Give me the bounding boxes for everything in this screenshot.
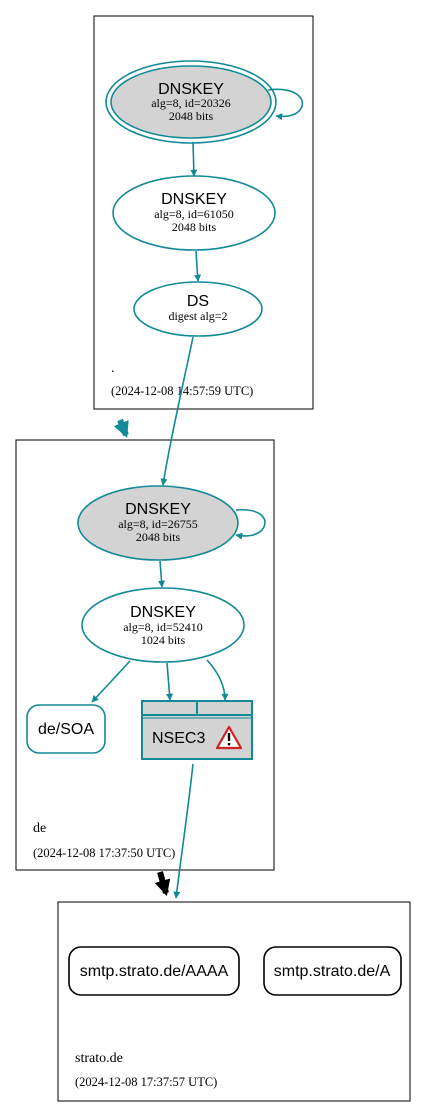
edge-de-zsk-to-soa (91, 660, 131, 703)
de-nsec3-node[interactable]: NSEC3 (141, 700, 253, 760)
warning-icon (215, 725, 243, 750)
edge-de-ksk-self (235, 509, 266, 540)
zone-de-timestamp: (2024-12-08 17:37:50 UTC) (33, 846, 175, 860)
root-zsk-title: DNSKEY (161, 191, 227, 208)
edge-de-zsk-to-nsec3-b (206, 659, 229, 701)
strato-a-node[interactable]: smtp.strato.de/A (263, 946, 402, 996)
de-zsk-node[interactable]: DNSKEY alg=8, id=52410 1024 bits (81, 587, 245, 663)
zone-de-label: de (33, 821, 46, 836)
edge-root-ds-to-de-ksk (160, 336, 194, 486)
strato-aaaa-node[interactable]: smtp.strato.de/AAAA (68, 946, 240, 996)
edge-de-ksk-to-zsk (158, 560, 166, 588)
root-ds-line1: digest alg=2 (168, 309, 227, 323)
root-ksk-line1: alg=8, id=20326 (151, 96, 231, 110)
root-ksk-node[interactable]: DNSKEY alg=8, id=20326 2048 bits (105, 60, 277, 144)
edge-root-ksk-to-zsk (190, 141, 198, 177)
de-soa-title: de/SOA (38, 721, 94, 738)
root-zsk-line2: 2048 bits (172, 220, 217, 234)
zone-root-label: . (111, 361, 115, 376)
de-zsk-line2: 1024 bits (141, 633, 186, 647)
de-ksk-node[interactable]: DNSKEY alg=8, id=26755 2048 bits (77, 485, 239, 561)
zone-strato-timestamp: (2024-12-08 17:37:57 UTC) (75, 1075, 217, 1089)
root-ds-title: DS (187, 293, 209, 310)
edge-root-zsk-to-ds (194, 250, 202, 282)
edge-root-ksk-self (267, 88, 304, 121)
zone-de: de (2024-12-08 17:37:50 UTC) (15, 439, 275, 871)
de-ksk-title: DNSKEY (125, 501, 191, 518)
edge-de-zsk-to-nsec3-a (166, 662, 173, 701)
de-nsec3-title: NSEC3 (152, 730, 205, 747)
root-zsk-node[interactable]: DNSKEY alg=8, id=61050 2048 bits (112, 175, 276, 251)
de-zsk-line1: alg=8, id=52410 (123, 620, 203, 634)
root-zsk-line1: alg=8, id=61050 (154, 207, 234, 221)
strato-aaaa-title: smtp.strato.de/AAAA (80, 963, 229, 980)
de-soa-node[interactable]: de/SOA (26, 704, 106, 754)
edge-nsec3-to-strato (173, 763, 194, 899)
delegation-root-to-de (113, 418, 129, 438)
zone-strato-label: strato.de (75, 1051, 123, 1066)
de-ksk-line2: 2048 bits (136, 530, 181, 544)
root-ksk-title: DNSKEY (158, 81, 224, 98)
de-zsk-title: DNSKEY (130, 604, 196, 621)
zone-strato: strato.de (2024-12-08 17:37:57 UTC) (57, 901, 411, 1102)
root-ds-node[interactable]: DS digest alg=2 (133, 281, 263, 337)
de-ksk-line1: alg=8, id=26755 (118, 517, 198, 531)
edges (91, 88, 304, 899)
delegation-de-to-strato (154, 871, 171, 897)
root-ksk-line2: 2048 bits (169, 109, 214, 123)
strato-a-title: smtp.strato.de/A (274, 963, 391, 980)
